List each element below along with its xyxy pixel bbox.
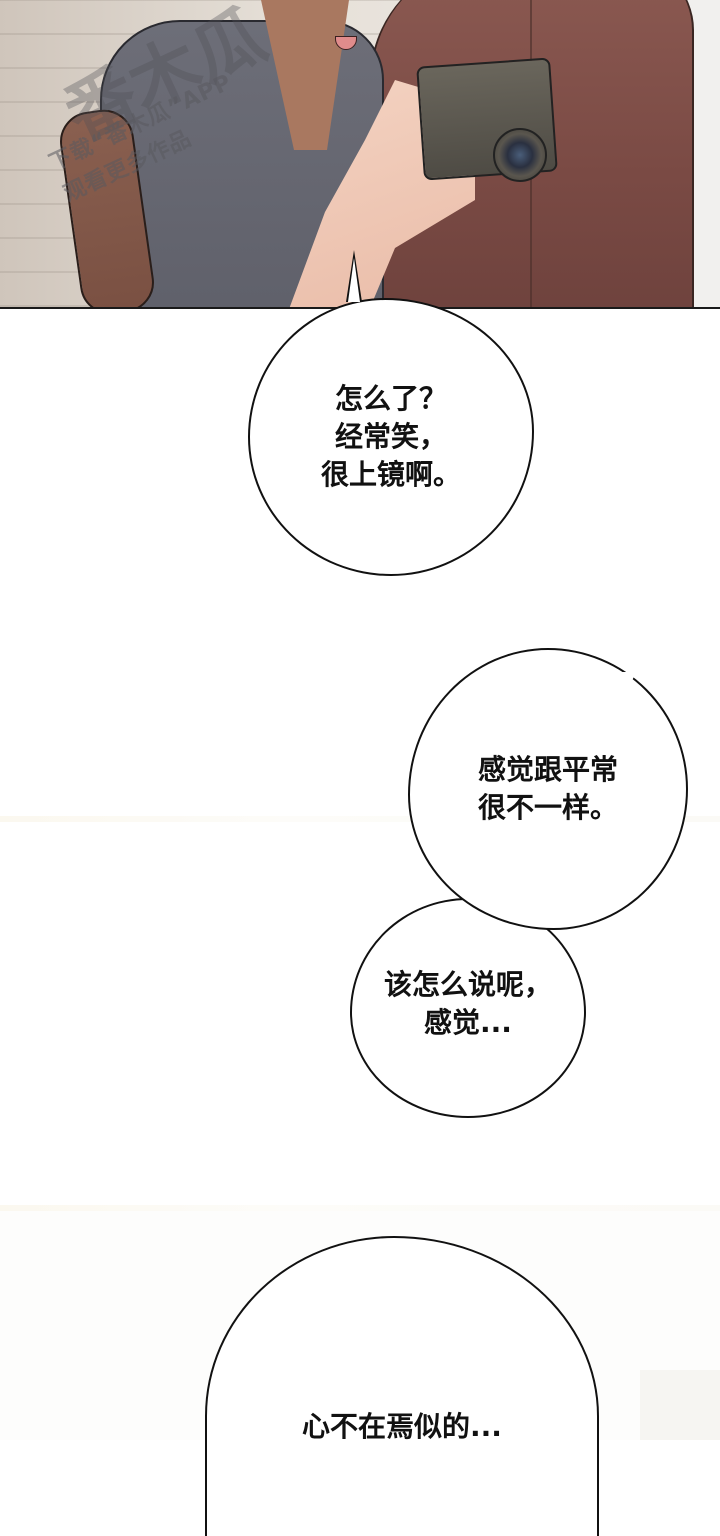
bottom-right-shade — [640, 1370, 720, 1440]
bubble-text: 感觉跟平常 很不一样。 — [477, 753, 618, 824]
speech-bubble-tail-fill — [348, 258, 360, 302]
speech-bubble-1: 怎么了？ 经常笑， 很上镜啊。 — [248, 298, 534, 576]
bubble-text: 心不在焉似的... — [302, 1410, 502, 1443]
faint-divider — [0, 816, 720, 822]
bubble-text: 该怎么说呢， 感觉... — [383, 968, 552, 1039]
speech-bubble-3: 该怎么说呢， 感觉... — [350, 898, 586, 1118]
camera-lens-icon — [493, 128, 547, 182]
speech-bubble-2: 感觉跟平常 很不一样。 — [408, 648, 688, 930]
faint-divider — [0, 1205, 720, 1211]
bubble-text: 怎么了？ 经常笑， 很上镜啊。 — [320, 382, 461, 491]
